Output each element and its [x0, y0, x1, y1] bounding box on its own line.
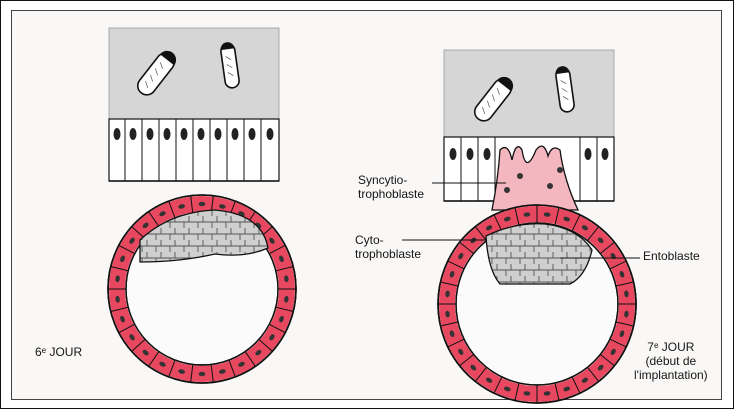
day7-label: 7ᵉ JOUR	[634, 340, 708, 354]
cyto-line2: trophoblaste	[355, 247, 421, 261]
cytotrophoblast-label: Cyto- trophoblaste	[355, 233, 421, 261]
day6-stroma	[109, 28, 279, 119]
day6-blastocyst	[108, 195, 296, 383]
syncytiotrophoblast-label: Syncytio- trophoblaste	[358, 173, 424, 201]
day6-diagram	[108, 28, 296, 383]
syncytio-line1: Syncytio-	[358, 173, 424, 187]
cyto-line1: Cyto-	[355, 233, 421, 247]
syncytio-line2: trophoblaste	[358, 187, 424, 201]
day7-note-line2: l'implantation)	[634, 368, 708, 382]
day7-stroma	[444, 50, 614, 137]
day6-epithelium	[109, 119, 279, 181]
entoblaste-label: Entoblaste	[643, 249, 700, 263]
day7-caption: 7ᵉ JOUR (début de l'implantation)	[634, 340, 708, 382]
trophoblast-nucleus	[199, 372, 206, 376]
day7-note-line1: (début de	[634, 354, 708, 368]
day6-label: 6ᵉ JOUR	[35, 345, 82, 359]
trophoblast-nucleus	[199, 202, 206, 206]
day7-diagram	[402, 50, 640, 403]
day7-blastocyst	[438, 205, 636, 403]
